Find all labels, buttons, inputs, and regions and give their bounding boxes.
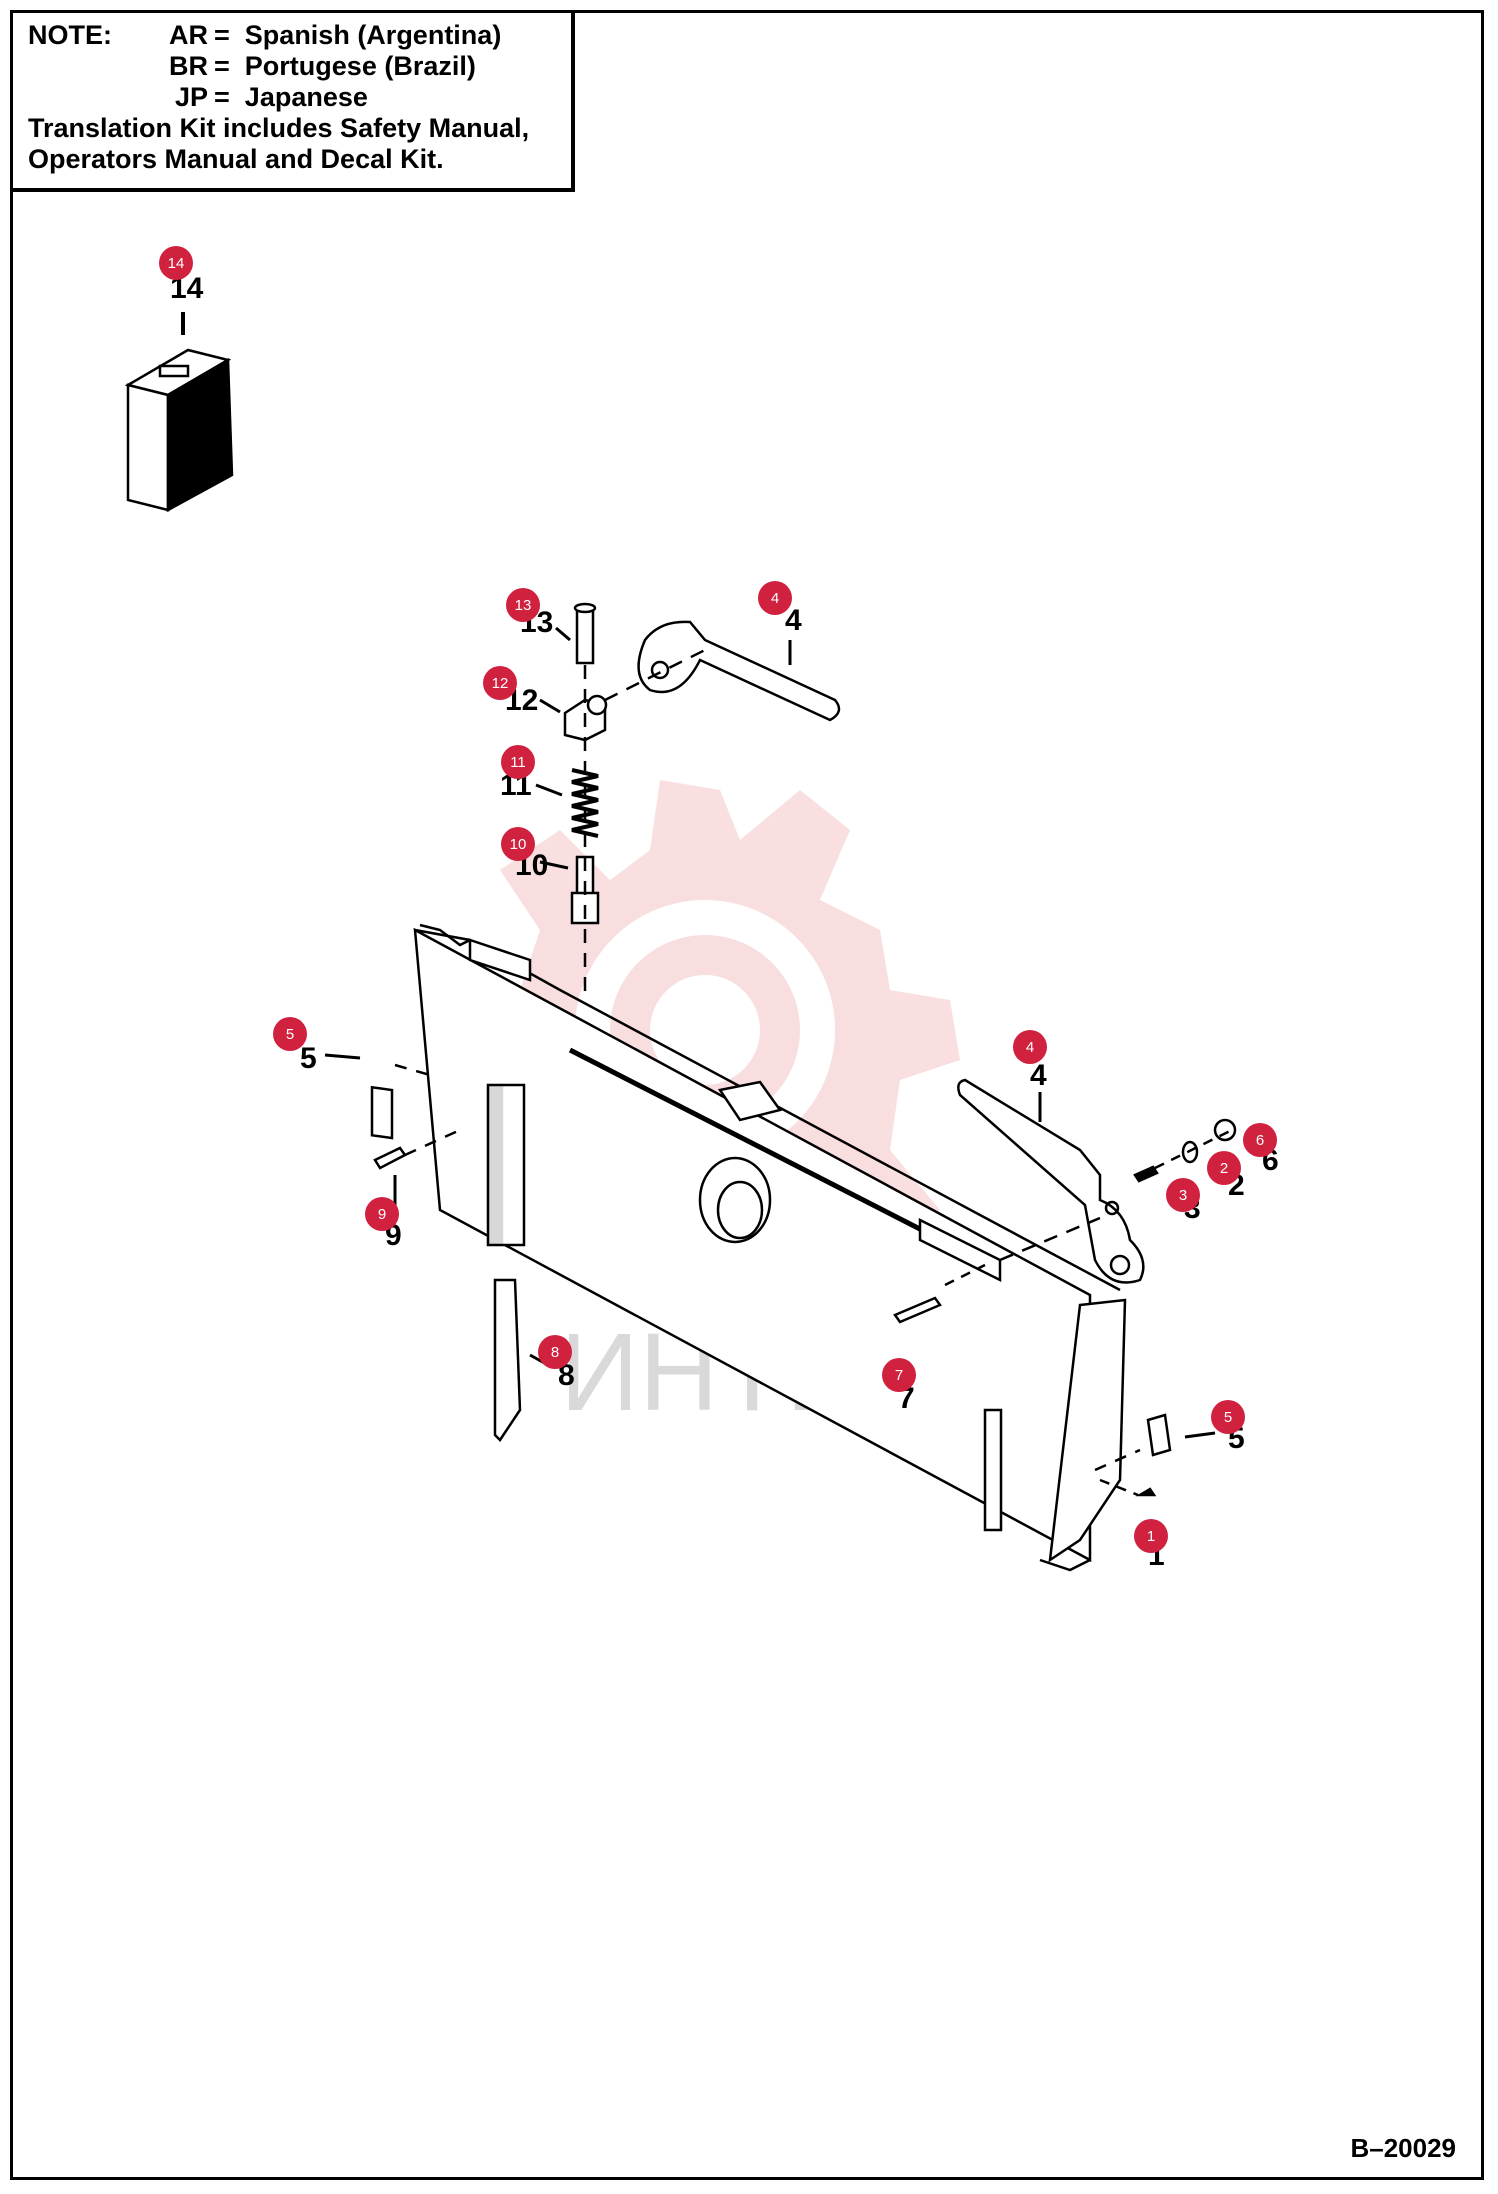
svg-text:6: 6	[1256, 1132, 1264, 1149]
label-5-left: 5	[300, 1042, 317, 1075]
callout-8[interactable]: 8	[538, 1335, 572, 1369]
svg-text:3: 3	[1179, 1187, 1187, 1204]
label-4-upper: 4	[785, 604, 802, 637]
callout-14[interactable]: 14	[159, 246, 193, 280]
callout-badges: 14 13 4 12 11 10 5 9 4 6 2 3 8 7 5 1	[159, 246, 1277, 1553]
callout-5-left[interactable]: 5	[273, 1017, 307, 1051]
svg-text:11: 11	[510, 754, 526, 771]
svg-text:10: 10	[510, 836, 527, 853]
svg-text:7: 7	[895, 1367, 903, 1384]
part-4-upper-handle	[604, 620, 841, 722]
part-13-bolt	[555, 602, 597, 665]
callout-10[interactable]: 10	[501, 827, 535, 861]
callout-12[interactable]: 12	[483, 666, 517, 700]
svg-text:8: 8	[551, 1344, 559, 1361]
svg-text:13: 13	[515, 597, 532, 614]
part-1-fastener	[1099, 1478, 1157, 1497]
note-line-1: Translation Kit includes Safety Manual,	[28, 113, 530, 143]
note-row-br: BR= Portugese (Brazil)	[169, 51, 476, 81]
note-row-jp: JP= Japanese	[174, 82, 368, 112]
note-line-2: Operators Manual and Decal Kit.	[28, 144, 444, 174]
part-5-left-decal	[324, 1053, 431, 1140]
callout-5-right[interactable]: 5	[1211, 1400, 1245, 1434]
callout-3[interactable]: 3	[1166, 1178, 1200, 1212]
callout-2[interactable]: 2	[1207, 1151, 1241, 1185]
callout-1[interactable]: 1	[1134, 1519, 1168, 1553]
part-4-lower-handle	[957, 1078, 1145, 1284]
part-7-bolt	[893, 1263, 986, 1324]
part-8-tube	[493, 1278, 549, 1442]
drawing-reference-number: B–20029	[1350, 2133, 1456, 2163]
note-label: NOTE:	[28, 20, 112, 50]
drawing-frame	[10, 10, 1484, 2180]
svg-text:9: 9	[378, 1206, 386, 1223]
svg-text:4: 4	[1026, 1039, 1034, 1056]
note-row-ar: NOTE:AR= Spanish (Argentina)	[28, 20, 502, 50]
svg-text:4: 4	[771, 590, 779, 607]
svg-text:5: 5	[1224, 1409, 1232, 1426]
part-11-spring	[535, 768, 599, 838]
svg-text:1: 1	[1147, 1528, 1155, 1545]
callout-4-lower[interactable]: 4	[1013, 1030, 1047, 1064]
part-12-block	[539, 694, 608, 742]
part-5-right-decal	[1094, 1413, 1216, 1472]
callout-4-upper[interactable]: 4	[758, 581, 792, 615]
callout-9[interactable]: 9	[365, 1197, 399, 1231]
svg-text:12: 12	[492, 675, 509, 692]
svg-text:2: 2	[1220, 1160, 1228, 1177]
part-main-plate	[413, 923, 1127, 1572]
callout-13[interactable]: 13	[506, 588, 540, 622]
part-14-translation-kit	[124, 312, 234, 513]
callout-7[interactable]: 7	[882, 1358, 916, 1392]
label-4-lower: 4	[1030, 1059, 1047, 1092]
svg-text:5: 5	[286, 1026, 294, 1043]
svg-text:14: 14	[168, 255, 185, 272]
callout-11[interactable]: 11	[501, 745, 535, 779]
part-6-nut	[1213, 1118, 1237, 1142]
part-3-spring	[1133, 1165, 1159, 1183]
callout-6[interactable]: 6	[1243, 1123, 1277, 1157]
translation-note: NOTE:AR= Spanish (Argentina) BR= Portuge…	[10, 10, 575, 192]
